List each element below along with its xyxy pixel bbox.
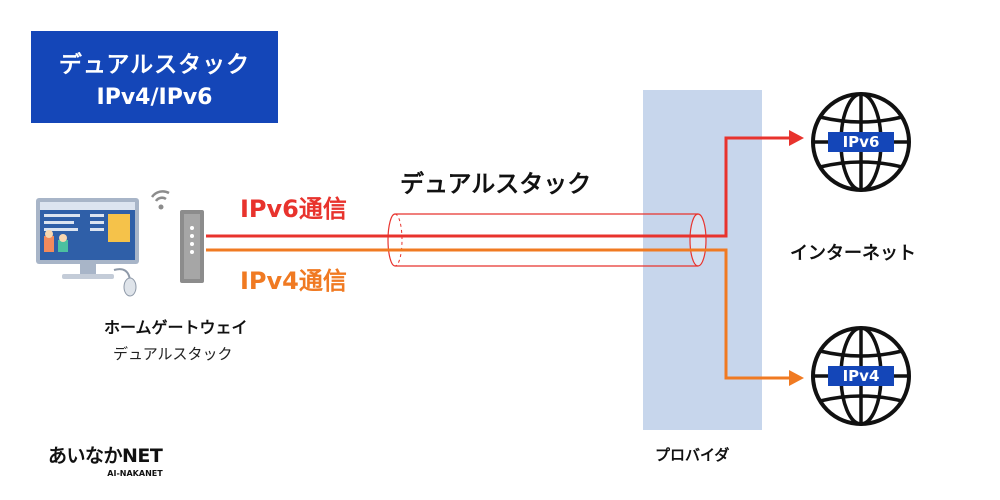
ipv6-arrowhead <box>789 130 804 146</box>
title-banner: デュアルスタック IPv4/IPv6 <box>31 31 278 123</box>
provider-label: プロバイダ <box>655 446 730 464</box>
internet-label: インターネット <box>790 243 916 264</box>
ipv6-line <box>206 130 804 238</box>
title-main: デュアルスタック <box>58 51 251 78</box>
tunnel-label: デュアルスタック <box>400 170 592 198</box>
globe-ipv4-label: IPv4 <box>828 366 894 386</box>
gateway-mode: デュアルスタック <box>113 345 233 363</box>
logo-brand-suffix: NET <box>122 445 163 467</box>
ipv4-line <box>206 248 804 386</box>
logo-subtitle: AI-NAKANET <box>107 469 163 478</box>
dual-stack-tunnel <box>387 213 707 267</box>
brand-logo: あいなかNET AI-NAKANET <box>48 441 218 487</box>
logo-brand: あいなかNET <box>48 441 218 468</box>
router-icon <box>180 210 204 283</box>
title-sub: IPv4/IPv6 <box>96 84 213 110</box>
ipv4-arrowhead <box>789 370 804 386</box>
globe-ipv6-label: IPv6 <box>828 132 894 152</box>
gateway-name: ホームゲートウェイ <box>104 318 248 337</box>
ipv6-traffic-label: IPv6通信 <box>240 195 347 223</box>
wifi-icon <box>150 190 170 210</box>
ipv4-traffic-label: IPv4通信 <box>240 267 347 295</box>
pc-monitor-icon <box>36 198 139 297</box>
logo-brand-prefix: あいなか <box>48 445 123 467</box>
